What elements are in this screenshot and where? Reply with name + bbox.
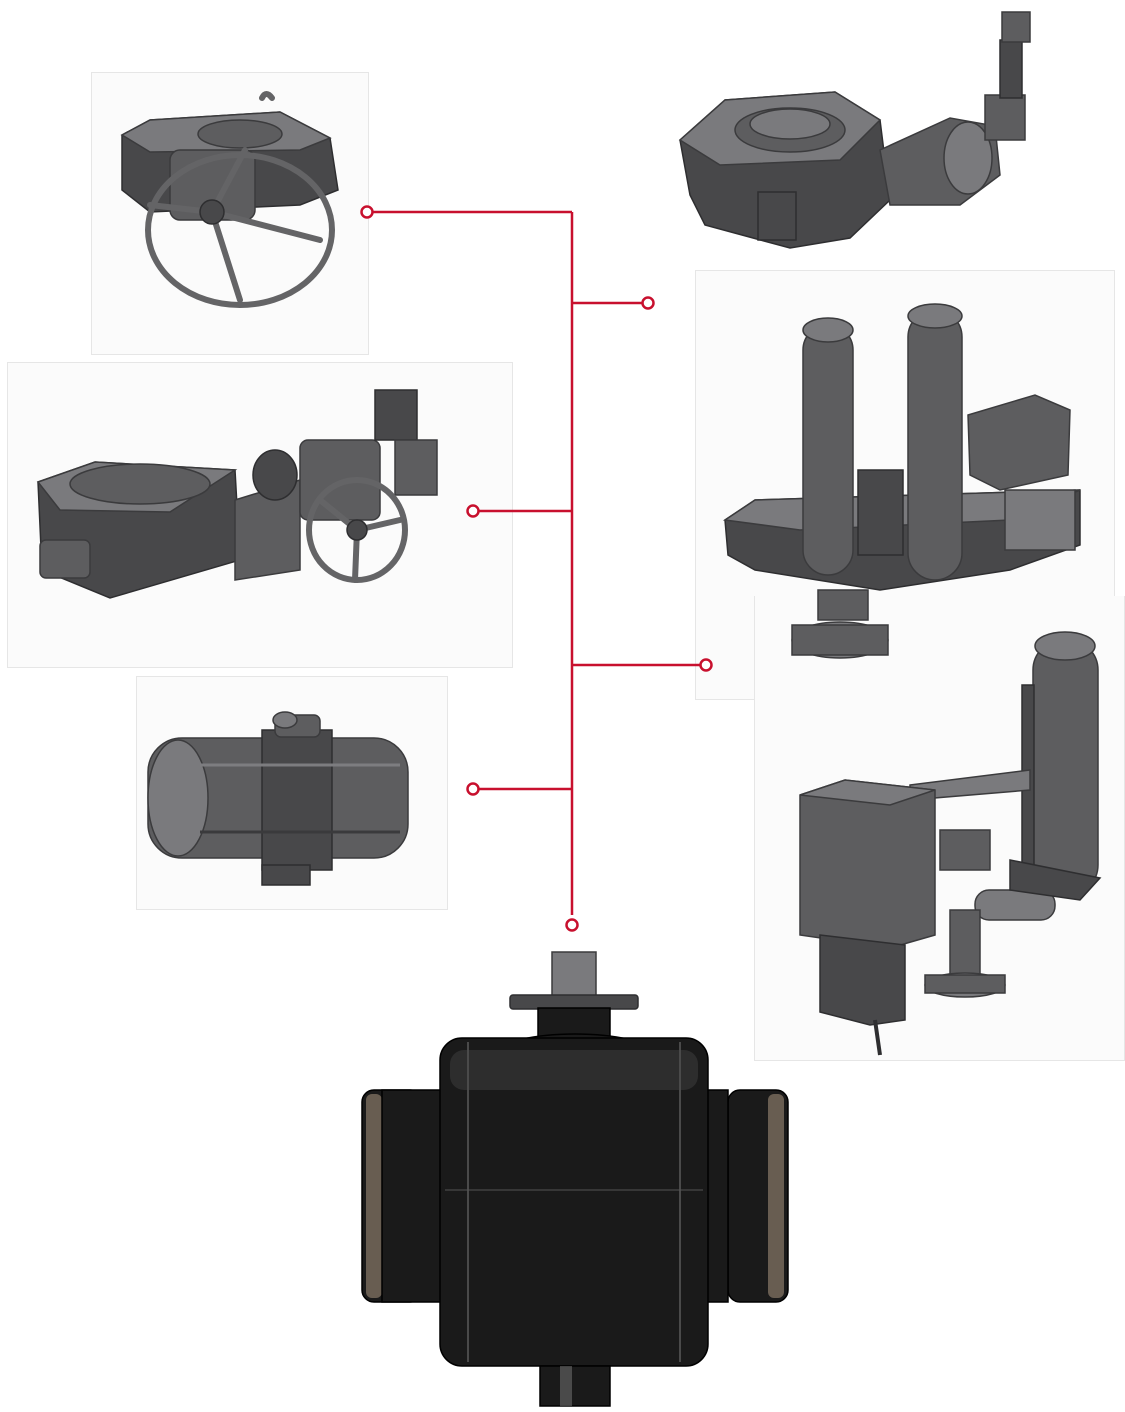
connector-node-electric bbox=[641, 296, 655, 310]
gas-over-oil-actuator-icon bbox=[722, 303, 1081, 659]
electric-actuator-icon bbox=[678, 11, 1031, 249]
connector-node-gas-over-oil bbox=[699, 658, 713, 672]
connector-node-valve bbox=[565, 918, 579, 932]
electric-gearbox-actuator-icon bbox=[36, 389, 438, 599]
connector-node-pneumatic bbox=[466, 782, 480, 796]
handwheel-gear-operator-icon bbox=[120, 91, 339, 308]
pneumatic-actuator-icon bbox=[147, 711, 409, 886]
ball-valve-icon bbox=[361, 951, 789, 1407]
connector-node-manual bbox=[360, 205, 374, 219]
connector-lines bbox=[360, 205, 713, 932]
connector-node-electric-gearbox bbox=[466, 504, 480, 518]
hydraulic-actuator-icon bbox=[799, 631, 1102, 1056]
